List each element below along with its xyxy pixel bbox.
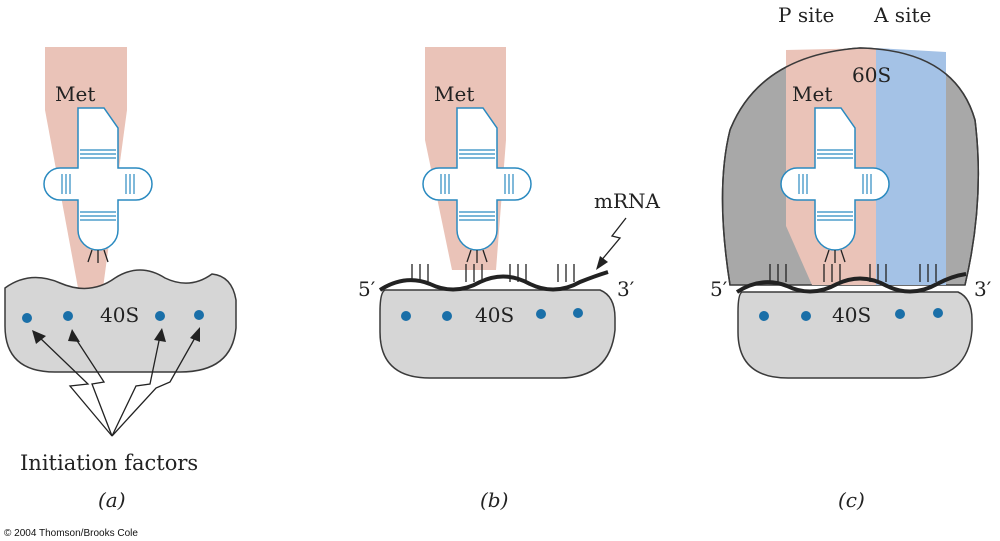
initiation-factor-dot	[895, 309, 905, 319]
arrowheads	[32, 327, 200, 344]
initiation-factor-dot	[194, 310, 204, 320]
met-label-c: Met	[792, 82, 832, 106]
initiation-factor-arrows	[37, 335, 197, 437]
initiation-factor-dot	[22, 313, 32, 323]
initiation-factor-dot	[933, 308, 943, 318]
initiation-factor-dot	[155, 311, 165, 321]
p-site-label: P site	[778, 3, 834, 27]
mrna-arrowhead	[596, 256, 608, 270]
mrna-pointer	[599, 217, 627, 263]
initiation-factor-dot	[63, 311, 73, 321]
three-prime-label-c: 3′	[974, 277, 992, 301]
five-prime-label-b: 5′	[358, 277, 376, 301]
trna-a	[43, 107, 153, 263]
a-site-region	[876, 48, 946, 285]
initiation-factor-dot	[801, 311, 811, 321]
a-site-label: A site	[873, 3, 931, 27]
three-prime-label-b: 3′	[617, 277, 635, 301]
met-label-b: Met	[434, 82, 474, 106]
codon-ticks-b	[411, 264, 575, 282]
panel-a-label: (a)	[98, 488, 126, 512]
trna-b	[422, 107, 532, 263]
mrna-strand-b	[378, 270, 609, 292]
subunit-40s-label-c: 40S	[832, 303, 871, 327]
panel-c: Met 60S 40S 5′ 3′ P site A site (c)	[710, 3, 992, 512]
subunit-40s-b	[379, 289, 616, 379]
panel-b: Met 40S 5′ 3′ mRNA (b)	[358, 47, 661, 512]
subunit-40s-a	[4, 269, 237, 373]
initiation-factors-label: Initiation factors	[20, 451, 198, 475]
initiation-factor-dot	[759, 311, 769, 321]
met-label-a: Met	[55, 82, 95, 106]
subunit-40s-label-a: 40S	[100, 303, 139, 327]
initiation-factor-dot	[536, 309, 546, 319]
five-prime-label-c: 5′	[710, 277, 728, 301]
panel-b-label: (b)	[480, 488, 508, 512]
mrna-strand-c	[735, 272, 967, 294]
copyright-notice: © 2004 Thomson/Brooks Cole	[4, 528, 138, 539]
panel-c-label: (c)	[838, 488, 865, 512]
mrna-label: mRNA	[594, 189, 661, 213]
panel-a: Met 40S Initiation factors (a)	[4, 47, 237, 512]
subunit-40s-c	[737, 291, 973, 379]
subunit-40s-label-b: 40S	[475, 303, 514, 327]
initiation-factor-dot	[401, 311, 411, 321]
initiation-factor-dot	[573, 308, 583, 318]
initiation-factor-dot	[442, 311, 452, 321]
trna-c	[780, 107, 890, 263]
subunit-60s-label: 60S	[852, 63, 891, 87]
